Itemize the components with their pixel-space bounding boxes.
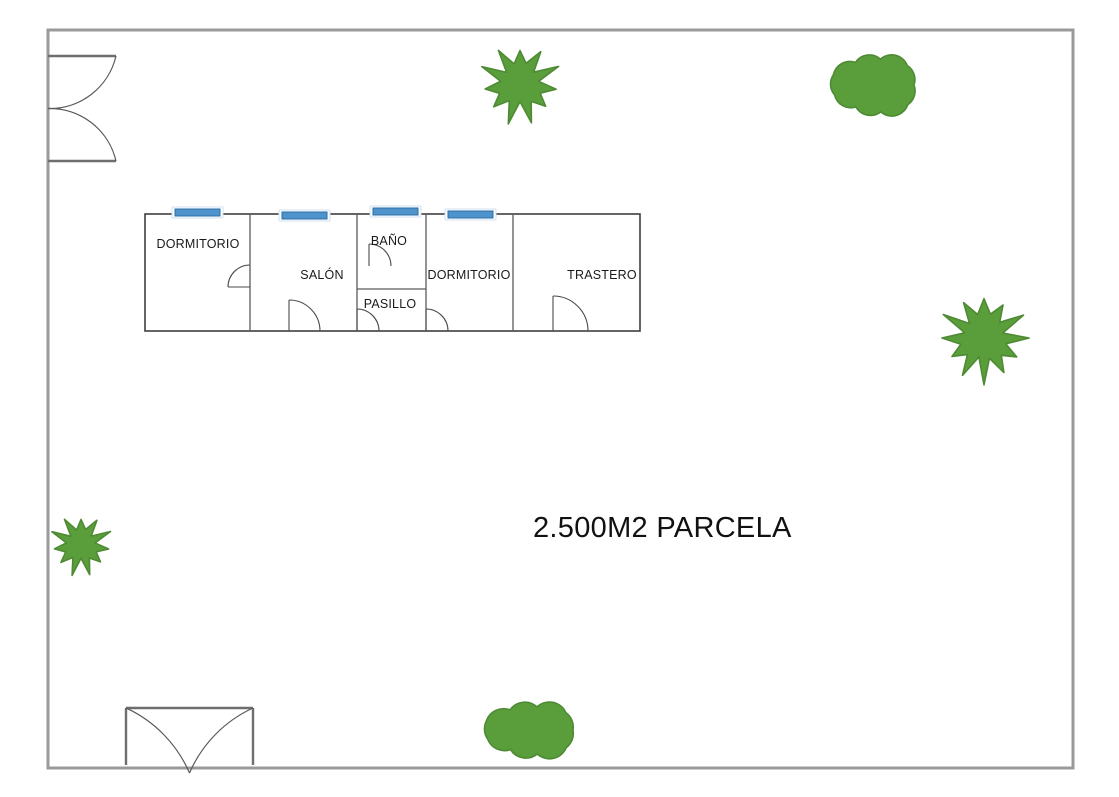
gate-west-swing-arc-bottom <box>47 107 117 162</box>
plot-boundary-rect <box>46 28 1075 770</box>
door-salon-arc <box>288 299 321 332</box>
window-salon <box>281 211 328 220</box>
gate-south <box>124 706 255 774</box>
house-group: DORMITORIO SALÓN BAÑO PASILLO DORMITORIO TRAS… <box>144 205 641 332</box>
gate-south-swing-arc-right <box>188 707 254 774</box>
gate-south-swing-arc-left <box>125 707 191 774</box>
room-labels-group: DORMITORIO SALÓN BAÑO PASILLO DORMITORIO TRAS… <box>156 234 636 311</box>
room-label-bano: BAÑO <box>371 234 407 248</box>
bush-star-east <box>941 297 1030 386</box>
house-outline <box>144 213 641 332</box>
door-dormitorio-1-arc <box>227 264 251 288</box>
room-label-dormitorio-1: DORMITORIO <box>156 237 239 251</box>
door-dormitorio-2-arc <box>425 308 449 332</box>
room-label-salon: SALÓN <box>300 267 343 282</box>
gate-west <box>47 54 117 163</box>
door-bano-arc <box>368 243 392 267</box>
gate-west-swing-arc-top <box>47 55 117 110</box>
bush-star-north <box>481 49 560 125</box>
window-dormitorio-2 <box>447 210 494 219</box>
window-bano <box>372 207 419 216</box>
bush-cloud-northeast <box>829 54 916 117</box>
door-trastero-arc <box>552 295 589 332</box>
door-pasillo-arc <box>356 308 380 332</box>
plot-boundary-group <box>46 28 1075 770</box>
vegetation-group <box>51 49 1030 760</box>
room-label-pasillo: PASILLO <box>364 297 417 311</box>
bush-star-west <box>51 518 112 577</box>
plot-area-label: 2.500M2 PARCELA <box>533 512 792 544</box>
window-dormitorio-1 <box>174 208 221 217</box>
doors-group <box>227 243 589 332</box>
windows-group <box>171 205 497 222</box>
room-label-trastero: TRASTERO <box>567 268 637 282</box>
room-label-dormitorio-2: DORMITORIO <box>427 268 510 282</box>
bush-cloud-south <box>483 701 575 760</box>
